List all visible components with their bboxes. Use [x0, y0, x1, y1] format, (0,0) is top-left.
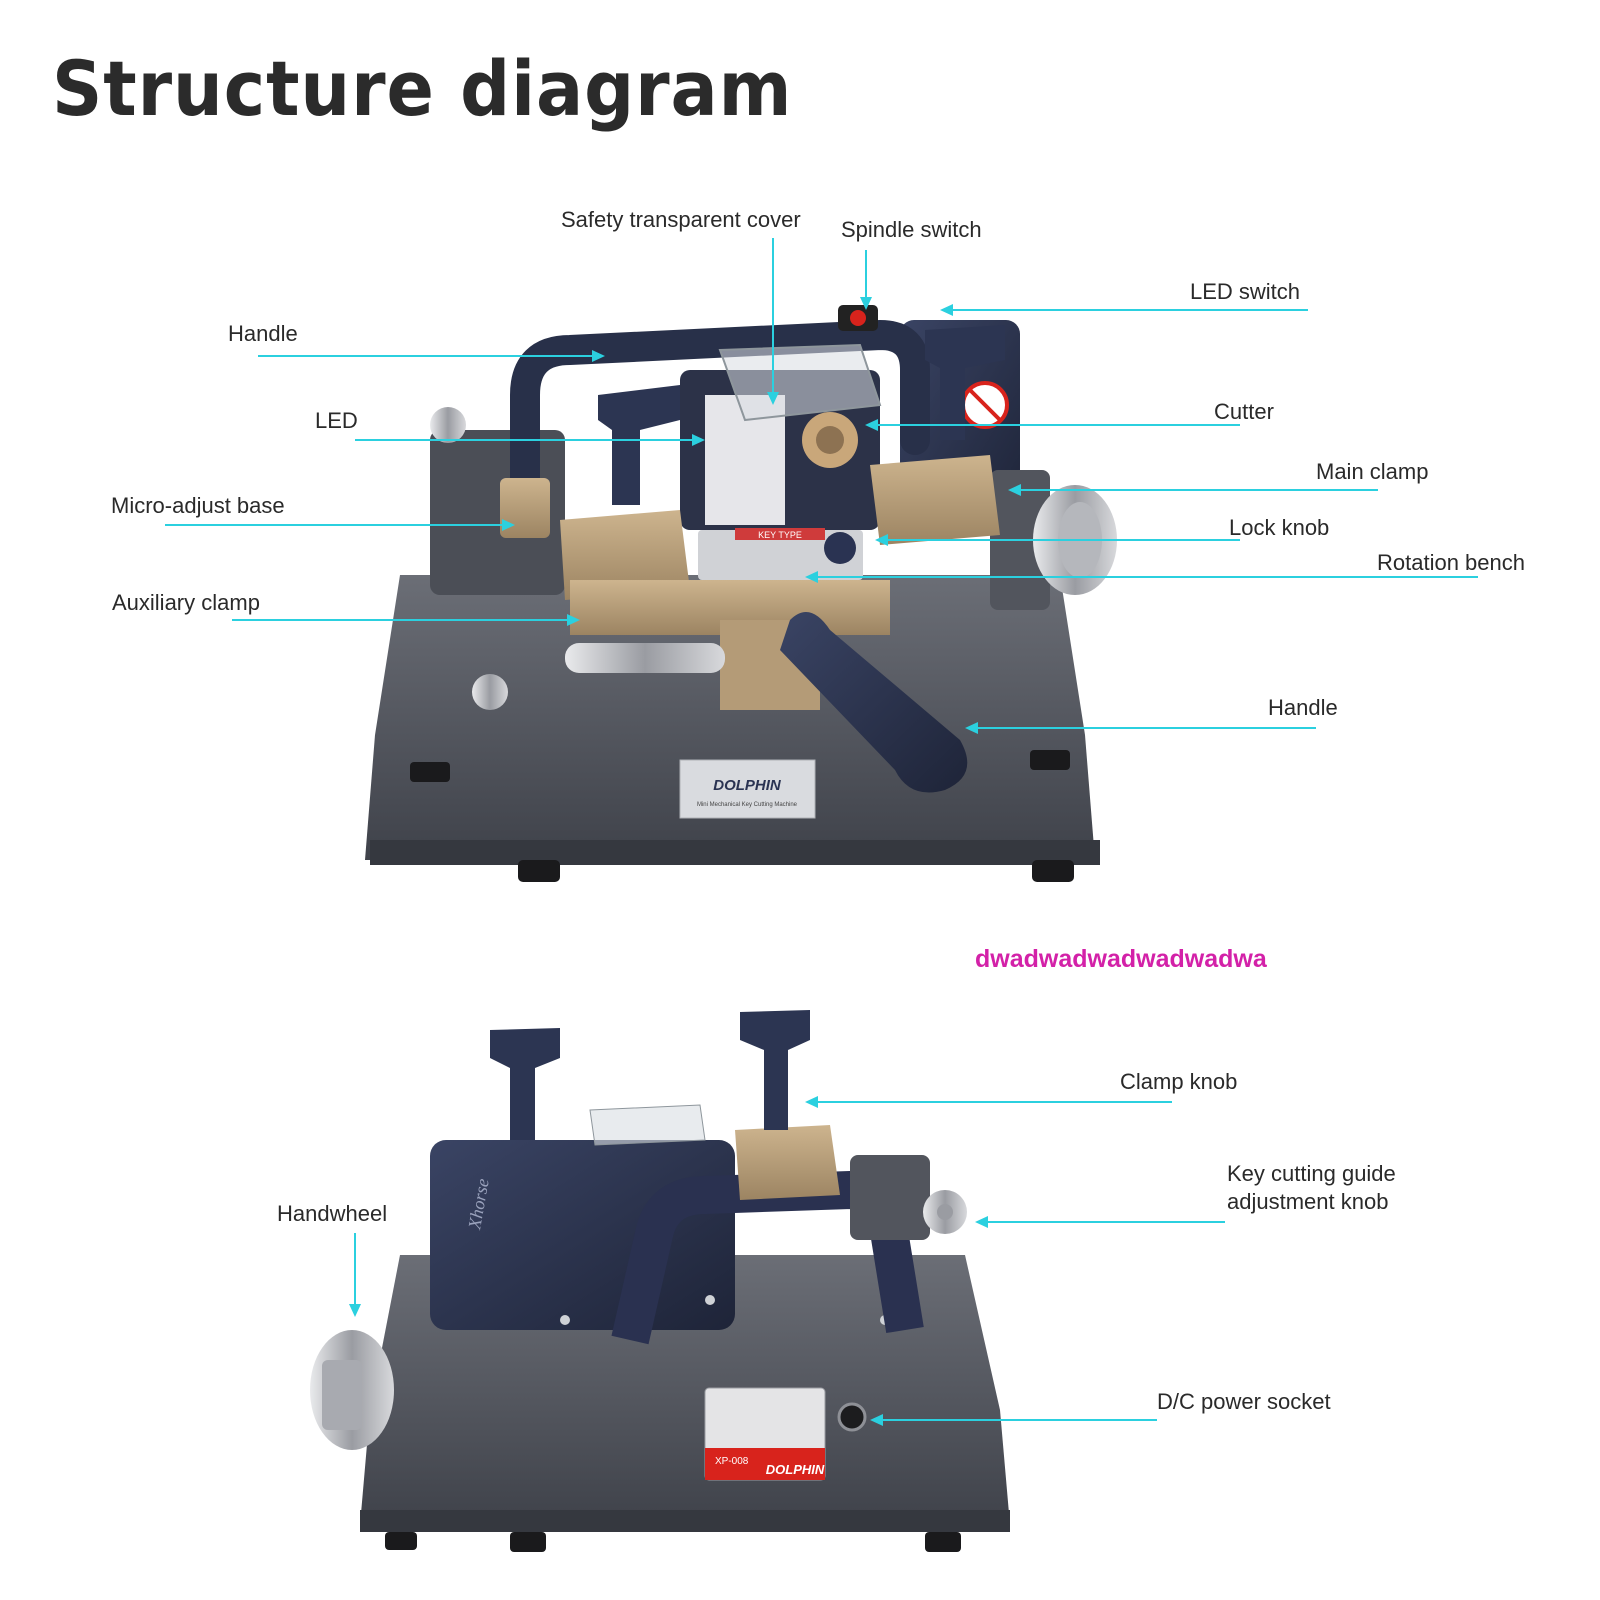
key-type-text: KEY TYPE [758, 530, 802, 540]
label-safety-transparent-cover: Safety transparent cover [561, 207, 801, 232]
brand-logo-front: DOLPHIN [713, 777, 782, 794]
model-number: XP-008 [715, 1456, 749, 1467]
machine-front-view: KEY TYPE DOLPHIN Mini Mechanical Key Cut… [365, 305, 1117, 882]
label-handwheel: Handwheel [277, 1201, 388, 1226]
brand-logo-rear: DOLPHIN [766, 1462, 825, 1477]
label-auxiliary-clamp: Auxiliary clamp [112, 590, 260, 615]
watermark-text: dwadwadwadwadwadwa [975, 945, 1267, 973]
machine-rear-view: Xhorse XP-008 DOLPHIN [310, 1010, 1010, 1552]
callout-lines [165, 238, 1478, 1426]
label-led: LED [315, 408, 358, 433]
label-clamp-knob: Clamp knob [1120, 1069, 1238, 1094]
label-rotation-bench: Rotation bench [1377, 550, 1525, 575]
label-lock-knob: Lock knob [1229, 515, 1330, 540]
label-cutter: Cutter [1214, 399, 1274, 424]
label-handle-top: Handle [228, 321, 298, 346]
label-key-cutting-guide-adjustment-knob: Key cutting guide adjustment knob [1227, 1161, 1396, 1214]
label-micro-adjust-base: Micro-adjust base [111, 493, 285, 518]
label-main-clamp: Main clamp [1316, 459, 1429, 484]
label-handle-lever: Handle [1268, 695, 1338, 720]
label-led-switch: LED switch [1190, 279, 1301, 304]
page-title: Structure diagram [52, 44, 793, 133]
brand-tagline-front: Mini Mechanical Key Cutting Machine [697, 802, 798, 808]
label-dc-power-socket: D/C power socket [1157, 1389, 1331, 1414]
label-spindle-switch: Spindle switch [841, 217, 982, 242]
